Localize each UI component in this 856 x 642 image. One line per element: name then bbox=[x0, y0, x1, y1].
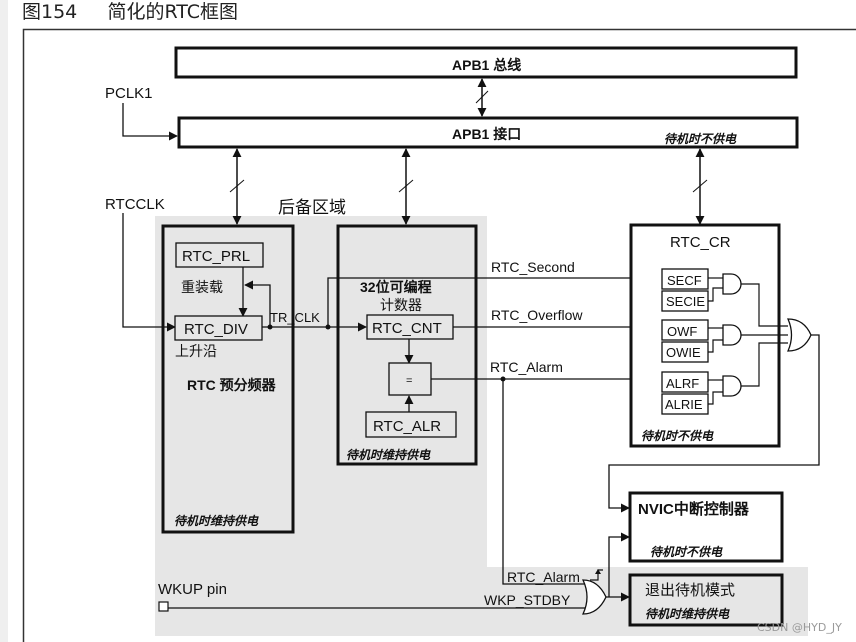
cr-row-second: SECF SECIE bbox=[661, 268, 742, 312]
counter-link-slash bbox=[398, 179, 414, 193]
rtcclk-label: RTCCLK bbox=[105, 196, 165, 213]
secie-wire bbox=[708, 287, 723, 302]
rtc-alarm-to-wakeup bbox=[502, 379, 585, 585]
or-to-nvic-line bbox=[608, 334, 820, 513]
exit-standby-block bbox=[628, 573, 784, 627]
counter-block bbox=[336, 224, 478, 466]
exit-standby-label: 退出待机模式 bbox=[645, 581, 735, 599]
and-gate-overflow bbox=[722, 324, 742, 346]
wkup-pin-label: WKUP pin bbox=[158, 581, 227, 598]
rising-edge-arrow bbox=[595, 569, 601, 574]
counter-title-line2: 计数器 bbox=[380, 298, 422, 314]
figure-title: 图154 简化的RTC框图 bbox=[22, 1, 239, 23]
apb1-bus-box bbox=[174, 46, 798, 79]
pclk1-line bbox=[122, 103, 178, 141]
nvic-power-note: 待机时不供电 bbox=[650, 545, 723, 559]
exit-standby-power-note: 待机时维持供电 bbox=[645, 607, 730, 621]
rtc-cnt-register bbox=[366, 314, 454, 340]
tr-clk-label: TR_CLK bbox=[270, 310, 320, 325]
wkp-stdby-label: WKP_STDBY bbox=[484, 592, 571, 608]
apb1-interface-box bbox=[177, 116, 799, 149]
secf-flag bbox=[661, 268, 709, 290]
backup-domain-label: 后备区域 bbox=[278, 198, 346, 218]
and-second-to-or bbox=[741, 283, 788, 327]
watermark: CSDN @HYD_JY bbox=[757, 621, 842, 634]
rtc-overflow-label: RTC_Overflow bbox=[491, 307, 583, 323]
rtc-alr-label: RTC_ALR bbox=[373, 418, 441, 435]
rising-edge-label: 上升沿 bbox=[175, 344, 217, 360]
wkup-pin-pad[interactable] bbox=[158, 601, 169, 612]
rtc-prl-register bbox=[175, 242, 264, 268]
tr-clk-feedback bbox=[244, 280, 271, 327]
alrie-wire bbox=[708, 391, 723, 405]
secf-label: SECF bbox=[667, 273, 702, 288]
nvic-label: NVIC中断控制器 bbox=[638, 500, 750, 518]
wakeup-to-nvic bbox=[608, 532, 630, 597]
owie-label: OWIE bbox=[666, 345, 701, 360]
rtc-div-label: RTC_DIV bbox=[184, 321, 248, 338]
rtc-cr-power-note: 待机时不供电 bbox=[641, 429, 714, 443]
rtc-alr-register bbox=[365, 411, 457, 438]
apb1-interface-label: APB1 接口 bbox=[452, 126, 521, 142]
alrf-flag bbox=[661, 371, 709, 393]
prescaler-link-slash bbox=[229, 179, 245, 193]
cr-link-slash bbox=[692, 179, 708, 193]
owie-wire bbox=[708, 339, 723, 353]
prescaler-title: RTC 预分频器 bbox=[187, 377, 277, 393]
cr-row-overflow: OWF OWIE bbox=[661, 319, 742, 363]
rtc-second-line bbox=[327, 273, 663, 327]
reload-label: 重装载 bbox=[181, 280, 223, 296]
rtc-cr-title: RTC_CR bbox=[670, 234, 731, 251]
bus-width-slash bbox=[475, 90, 489, 104]
rtc-prl-label: RTC_PRL bbox=[182, 248, 250, 265]
alrie-label: ALRIE bbox=[665, 397, 703, 412]
rising-edge-icon bbox=[590, 569, 603, 581]
comparator-symbol: = bbox=[406, 375, 412, 387]
owf-label: OWF bbox=[667, 324, 697, 339]
or-gate-interrupt bbox=[787, 318, 812, 352]
alrf-label: ALRF bbox=[666, 376, 699, 391]
nvic-block bbox=[628, 491, 784, 563]
and-gate-alarm bbox=[722, 375, 742, 397]
rtc-second-label: RTC_Second bbox=[491, 259, 575, 275]
apb1-bus-label: APB1 总线 bbox=[452, 57, 521, 73]
page-margin bbox=[0, 0, 8, 642]
owf-flag bbox=[661, 319, 709, 341]
prescaler-power-note: 待机时维持供电 bbox=[174, 514, 259, 528]
rtc-alarm-or-label: RTC_Alarm bbox=[507, 569, 580, 585]
pclk1-label: PCLK1 bbox=[105, 85, 153, 102]
secie-label: SECIE bbox=[666, 294, 705, 309]
or-gate-wakeup bbox=[581, 579, 607, 615]
and-gate-second bbox=[722, 273, 742, 295]
cr-row-alarm: ALRF ALRIE bbox=[661, 371, 742, 415]
counter-power-note: 待机时维持供电 bbox=[346, 448, 431, 462]
rtc-div-register bbox=[174, 315, 263, 341]
apb1-interface-power-note: 待机时不供电 bbox=[664, 132, 737, 146]
rtc-cnt-label: RTC_CNT bbox=[372, 320, 442, 337]
prescaler-block bbox=[161, 224, 295, 534]
rtc-alarm-label: RTC_Alarm bbox=[490, 359, 563, 375]
rtcclk-line bbox=[122, 213, 176, 332]
counter-title-line1: 32位可编程 bbox=[360, 279, 432, 295]
and-alarm-to-or bbox=[741, 342, 788, 387]
backup-domain-region bbox=[155, 216, 808, 636]
